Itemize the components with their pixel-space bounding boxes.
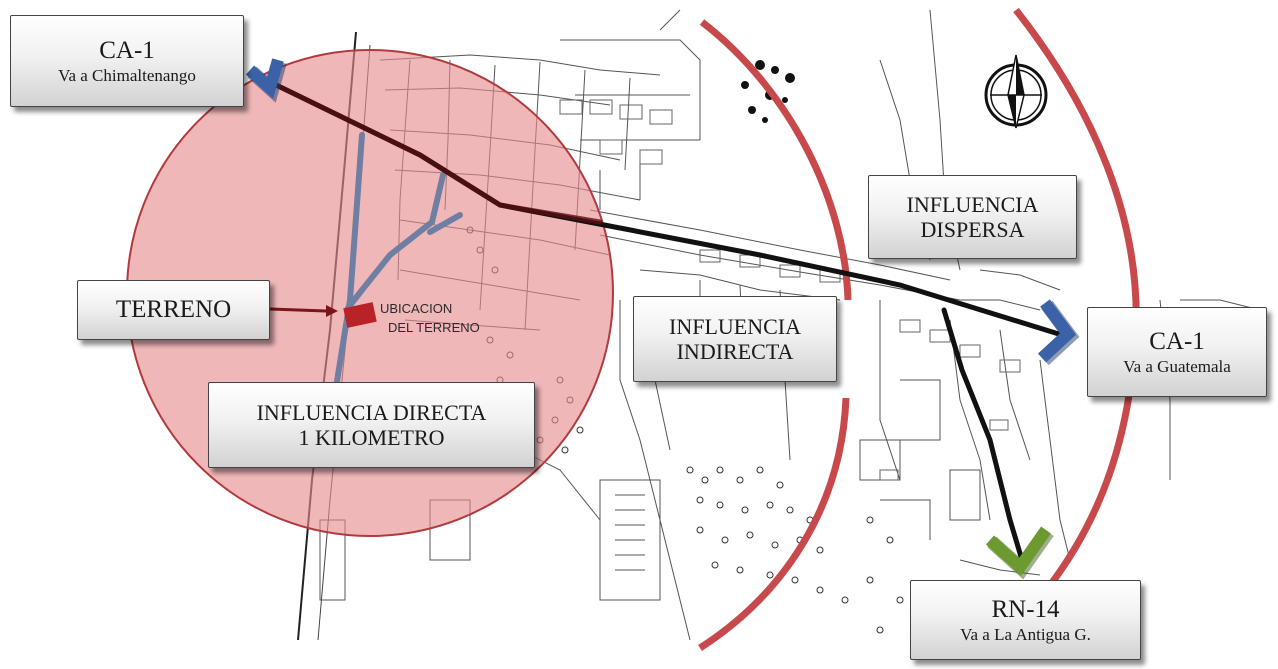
label-terreno: TERRENO bbox=[77, 280, 270, 340]
terreno-arrow bbox=[269, 305, 338, 317]
label-influencia-directa-title: INFLUENCIA DIRECTA bbox=[256, 399, 487, 425]
arc-influencia-indirecta-bottom bbox=[698, 397, 850, 651]
label-ca1-chimaltenango-route: CA-1 bbox=[99, 36, 155, 64]
arc-influencia-indirecta-top bbox=[699, 19, 852, 301]
highways bbox=[267, 79, 1065, 563]
label-influencia-indirecta: INFLUENCIA INDIRECTA bbox=[633, 296, 837, 382]
ubicacion-label-line2: DEL TERRENO bbox=[388, 320, 480, 335]
label-influencia-dispersa: INFLUENCIA DISPERSA bbox=[868, 175, 1077, 259]
north-arrow-icon bbox=[984, 54, 1048, 129]
label-influencia-indirecta-line1: INFLUENCIA bbox=[669, 313, 801, 339]
label-ca1-chimaltenango: CA-1 Va a Chimaltenango bbox=[10, 15, 244, 107]
label-terreno-text: TERRENO bbox=[115, 295, 232, 323]
label-ca1-guatemala: CA-1 Va a Guatemala bbox=[1087, 307, 1267, 397]
label-ca1-guatemala-dest: Va a Guatemala bbox=[1123, 356, 1231, 376]
chevron-marker-icon bbox=[1037, 299, 1080, 366]
highway-rn14 bbox=[941, 307, 1025, 563]
parcels bbox=[559, 99, 1021, 481]
label-ca1-chimaltenango-dest: Va a Chimaltenango bbox=[58, 65, 196, 85]
label-rn14: RN-14 Va a La Antigua G. bbox=[910, 580, 1141, 660]
terreno-plot bbox=[343, 302, 377, 328]
ubicacion-label-line1: UBICACION bbox=[380, 301, 452, 316]
chevron-marker-icon bbox=[245, 58, 287, 103]
label-ca1-guatemala-route: CA-1 bbox=[1149, 327, 1205, 355]
label-influencia-dispersa-line2: DISPERSA bbox=[920, 217, 1025, 242]
highway-ca1-west-shade bbox=[267, 79, 603, 225]
label-influencia-dispersa-line1: INFLUENCIA bbox=[906, 191, 1039, 217]
label-influencia-indirecta-line2: INDIRECTA bbox=[676, 339, 794, 364]
label-rn14-dest: Va a La Antigua G. bbox=[960, 624, 1091, 644]
label-influencia-directa-distance: 1 KILOMETRO bbox=[298, 425, 445, 450]
chevron-marker-icon bbox=[985, 526, 1054, 580]
label-influencia-directa: INFLUENCIA DIRECTA 1 KILOMETRO bbox=[208, 382, 535, 468]
label-rn14-route: RN-14 bbox=[991, 595, 1060, 623]
